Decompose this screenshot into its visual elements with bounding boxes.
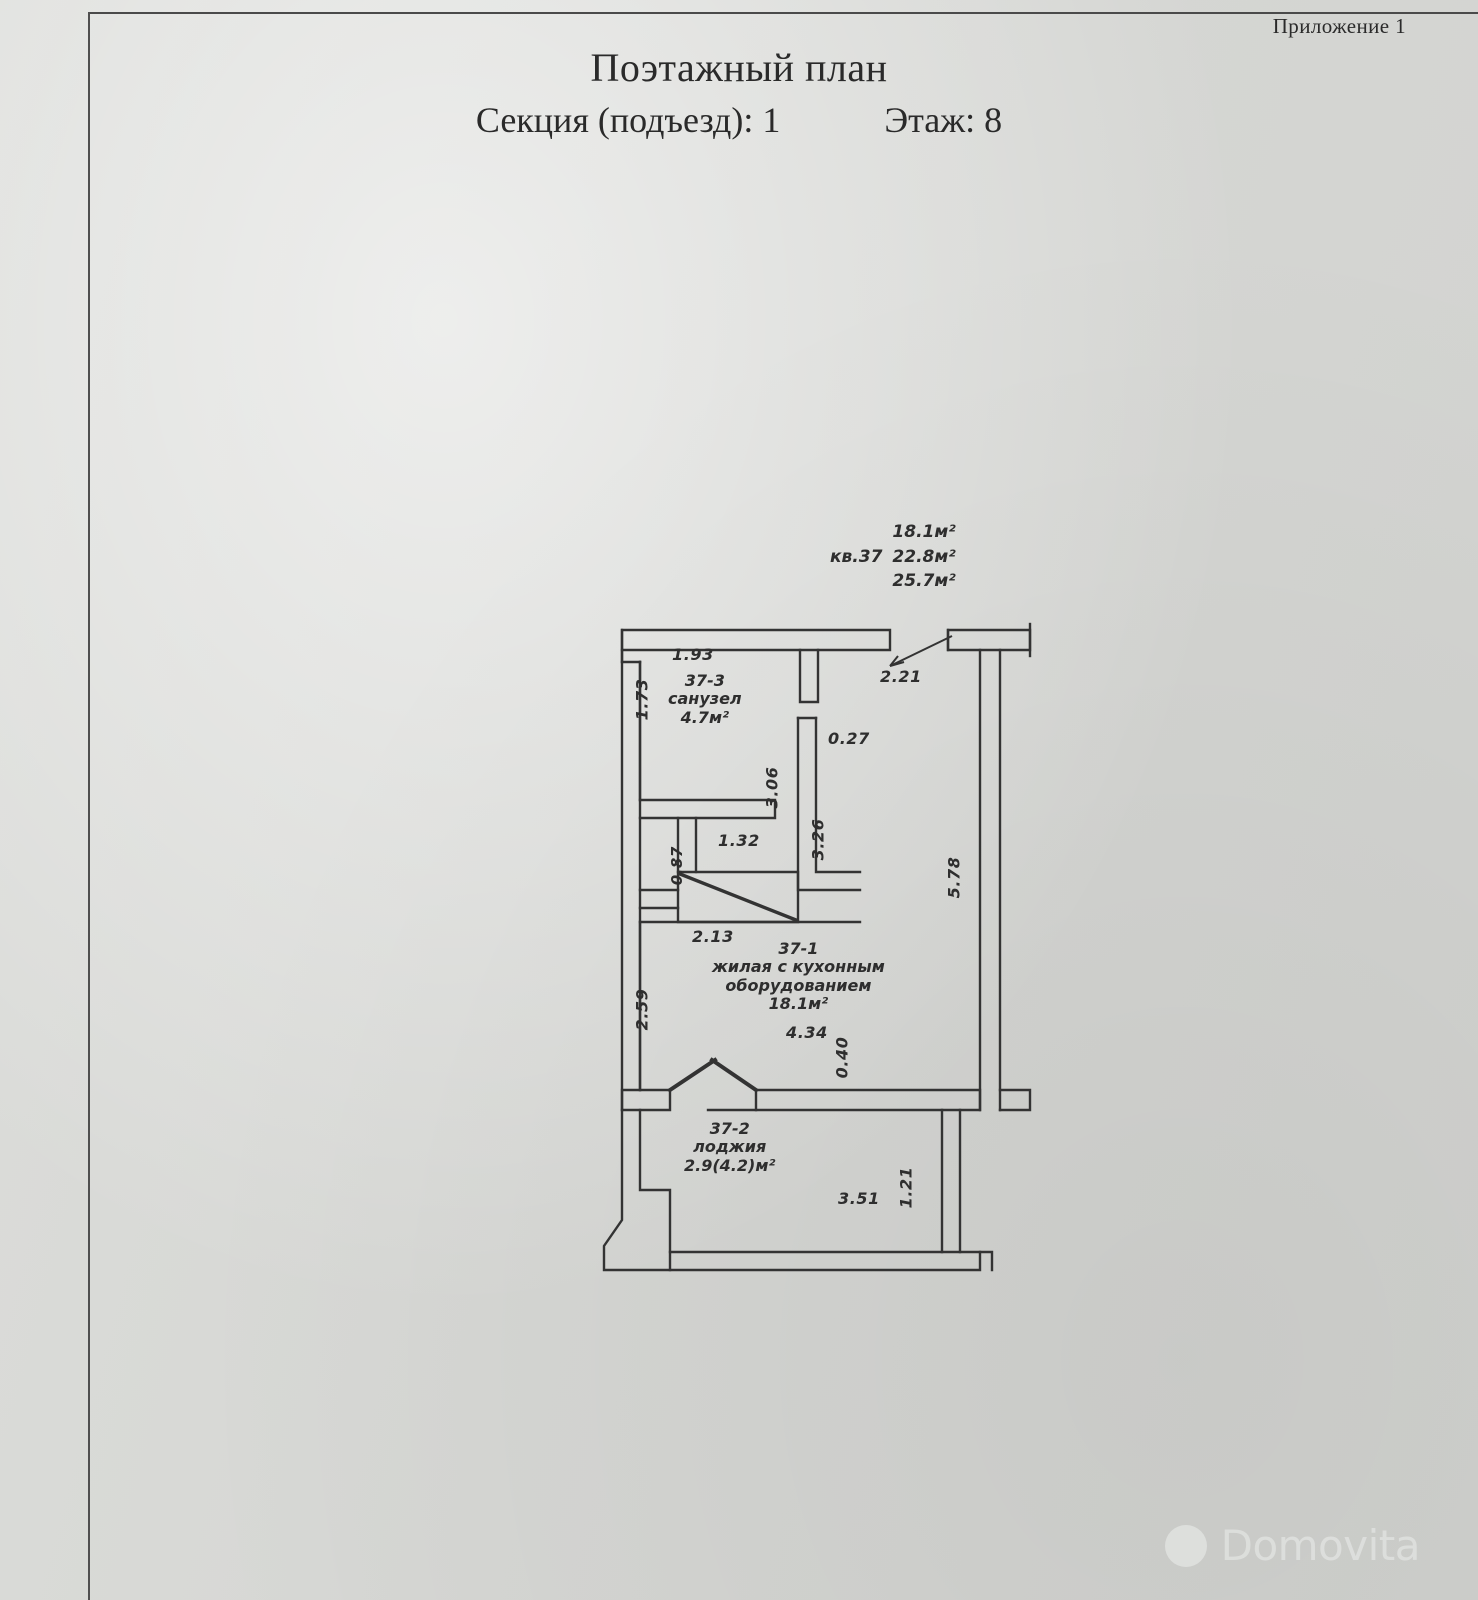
flat-number: кв.37 bbox=[830, 546, 883, 567]
plan-linework bbox=[602, 622, 1032, 1272]
dimension-left-wall-259: 2.59 bbox=[632, 988, 652, 1031]
area-living: 18.1м² bbox=[892, 522, 956, 542]
dimension-bath-left: 1.73 bbox=[632, 678, 652, 721]
floor-label: Этаж: 8 bbox=[884, 100, 1003, 140]
dimension-bath-top: 1.93 bbox=[672, 645, 714, 664]
room-code-37-2: 37-2 bbox=[709, 1119, 750, 1138]
room-label-bathroom: 37-3 санузел 4.7м² bbox=[668, 671, 742, 727]
area-total: 22.8м² bbox=[892, 546, 956, 567]
title-block: Поэтажный план Секция (подъезд): 1 Этаж:… bbox=[0, 44, 1478, 141]
room-area-37-2: 2.9(4.2)м² bbox=[684, 1155, 776, 1175]
room-name-37-1-line1: жилая с кухонным bbox=[712, 957, 885, 977]
dimension-living-bottom-434: 4.34 bbox=[786, 1023, 828, 1042]
room-name-37-3: санузел bbox=[668, 689, 742, 709]
dimension-notch-027: 0.27 bbox=[828, 729, 870, 748]
room-code-37-3: 37-3 bbox=[684, 671, 725, 690]
room-area-37-1: 18.1м² bbox=[768, 994, 829, 1014]
room-area-37-3: 4.7м² bbox=[680, 707, 730, 727]
page-border-left bbox=[88, 12, 90, 1600]
dimension-loggia-right-121: 1.21 bbox=[896, 1166, 916, 1209]
dimension-loggia-bottom-351: 3.51 bbox=[838, 1189, 880, 1208]
subtitle-row: Секция (подъезд): 1 Этаж: 8 bbox=[0, 99, 1478, 141]
page-border-top bbox=[88, 12, 1478, 14]
room-label-loggia: 37-2 лоджия 2.9(4.2)м² bbox=[684, 1119, 776, 1175]
dimension-bath-bottom: 2.13 bbox=[692, 927, 734, 946]
dimension-right-top-221: 2.21 bbox=[880, 667, 922, 686]
room-label-living: 37-1 жилая с кухонным оборудованием 18.1… bbox=[712, 939, 885, 1014]
dimension-corridor-306: 3.06 bbox=[762, 766, 782, 809]
dimension-corridor-132: 1.32 bbox=[718, 831, 760, 850]
watermark-text: Domovita bbox=[1220, 1521, 1421, 1570]
room-name-37-2: лоджия bbox=[693, 1137, 767, 1157]
appendix-label: Приложение 1 bbox=[1272, 14, 1406, 38]
dimension-right-wall-578: 5.78 bbox=[944, 856, 964, 899]
room-code-37-1: 37-1 bbox=[778, 939, 819, 958]
apartment-area-summary: кв.37 18.1м² 22.8м² 25.7м² bbox=[830, 520, 956, 594]
page-title: Поэтажный план bbox=[590, 45, 888, 90]
floor-plan-drawing: 1.93 1.73 37-3 санузел 4.7м² 3.06 0.27 3… bbox=[560, 490, 1080, 1290]
dimension-living-bottom-040: 0.40 bbox=[832, 1036, 852, 1079]
dimension-corridor-326: 3.26 bbox=[808, 818, 828, 861]
dimension-door-087: 0.87 bbox=[667, 846, 686, 886]
area-with-loggia: 25.7м² bbox=[892, 571, 956, 592]
area-stack: 18.1м² 22.8м² 25.7м² bbox=[892, 520, 955, 594]
section-label: Секция (подъезд): 1 bbox=[475, 100, 781, 140]
circle-icon bbox=[1164, 1524, 1207, 1567]
domovita-watermark: Domovita bbox=[1164, 1521, 1421, 1570]
room-name-37-1-line2: оборудованием bbox=[725, 975, 872, 995]
